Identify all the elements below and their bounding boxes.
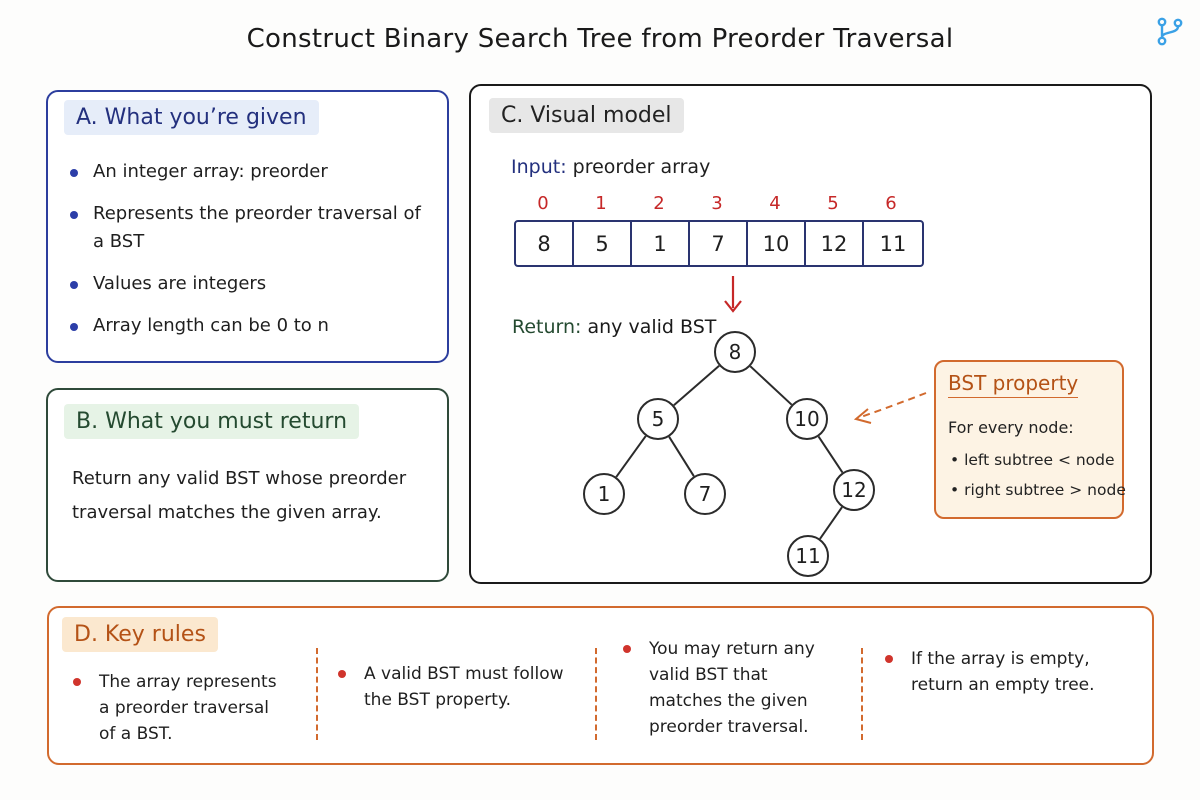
return-text-label: any valid BST <box>587 316 717 338</box>
bst-property-item: • right subtree > node <box>950 481 1126 499</box>
bst-property-box <box>934 360 1124 519</box>
bst-property-intro: For every node: <box>948 418 1074 437</box>
tree-edge <box>817 435 844 474</box>
rule-divider <box>861 648 863 740</box>
given-item: Array length can be 0 to n <box>66 312 436 340</box>
bst-property-title: BST property <box>948 371 1079 398</box>
tree-node: 10 <box>786 398 828 440</box>
bullet-dot-icon <box>70 281 78 289</box>
bullet-dot-icon <box>73 678 81 686</box>
git-branch-icon[interactable] <box>1153 14 1187 48</box>
tree-edge <box>749 365 793 406</box>
rule-divider <box>595 648 597 740</box>
array-cell: 10 <box>748 222 806 265</box>
dashed-arrow-icon <box>857 392 927 419</box>
rule-item: The array represents a preorder traversa… <box>73 669 289 747</box>
array-cell: 12 <box>806 222 864 265</box>
down-arrowhead-icon <box>724 300 742 313</box>
array-index: 1 <box>595 193 607 214</box>
tree-node: 5 <box>637 398 679 440</box>
given-item: Values are integers <box>66 270 436 298</box>
given-item-text: An integer array: preorder <box>93 161 328 182</box>
given-heading: A. What you’re given <box>64 100 319 135</box>
bullet-dot-icon <box>70 323 78 331</box>
rule-divider <box>316 648 318 740</box>
given-item-text: Represents the preorder traversal of a B… <box>93 203 421 252</box>
rules-heading: D. Key rules <box>62 617 218 652</box>
given-panel <box>46 90 449 363</box>
rule-text: A valid BST must follow the BST property… <box>364 664 564 710</box>
return-heading: B. What you must return <box>64 404 360 439</box>
given-list: An integer array: preorder Represents th… <box>66 158 436 354</box>
rule-text: The array represents a preorder traversa… <box>99 672 277 744</box>
tree-edge <box>668 436 695 477</box>
input-label: Input: preorder array <box>511 156 710 178</box>
page-title: Construct Binary Search Tree from Preord… <box>246 24 954 54</box>
tree-node: 1 <box>583 473 625 515</box>
return-text: Return any valid BST whose preorder trav… <box>72 468 407 523</box>
array-index: 3 <box>711 193 723 214</box>
rule-item: A valid BST must follow the BST property… <box>338 661 579 713</box>
array-cell: 7 <box>690 222 748 265</box>
given-item-text: Values are integers <box>93 273 267 294</box>
bullet-dot-icon <box>70 169 78 177</box>
rule-item: You may return any valid BST that matche… <box>623 636 829 740</box>
bullet-dot-icon <box>338 670 346 678</box>
return-key: Return: <box>512 316 582 338</box>
dashed-arrowhead-icon <box>853 408 872 424</box>
rule-text: If the array is empty, return an empty t… <box>911 649 1095 695</box>
bullet-dot-icon <box>70 211 78 219</box>
given-item: Represents the preorder traversal of a B… <box>66 200 436 256</box>
input-key: Input: <box>511 156 567 178</box>
bullet-dot-icon <box>623 645 631 653</box>
tree-edge <box>673 365 720 406</box>
rules-panel <box>47 606 1154 765</box>
return-label: Return: any valid BST <box>512 316 716 338</box>
tree-node: 11 <box>787 535 829 577</box>
given-item-text: Array length can be 0 to n <box>93 315 329 336</box>
visual-heading: C. Visual model <box>489 98 684 133</box>
array-cell: 1 <box>632 222 690 265</box>
tree-edges <box>615 365 844 540</box>
array-index: 4 <box>769 193 781 214</box>
array-index: 0 <box>537 193 549 214</box>
tree-edge <box>615 435 647 478</box>
array-index: 5 <box>827 193 839 214</box>
array-index: 6 <box>885 193 897 214</box>
input-text: preorder array <box>572 156 711 178</box>
tree-node: 7 <box>684 473 726 515</box>
given-item: An integer array: preorder <box>66 158 436 186</box>
tree-edge <box>819 506 843 540</box>
rule-item: If the array is empty, return an empty t… <box>885 646 1131 698</box>
tree-node: 12 <box>833 469 875 511</box>
preorder-array: 8 5 1 7 10 12 11 <box>514 220 924 267</box>
array-cell: 5 <box>574 222 632 265</box>
bullet-dot-icon <box>885 655 893 663</box>
rule-text: You may return any valid BST that matche… <box>649 639 815 737</box>
array-cell: 11 <box>879 231 907 256</box>
array-index: 2 <box>653 193 665 214</box>
tree-node: 8 <box>714 331 756 373</box>
bst-property-item: • left subtree < node <box>950 451 1115 469</box>
array-cell: 8 <box>516 222 574 265</box>
